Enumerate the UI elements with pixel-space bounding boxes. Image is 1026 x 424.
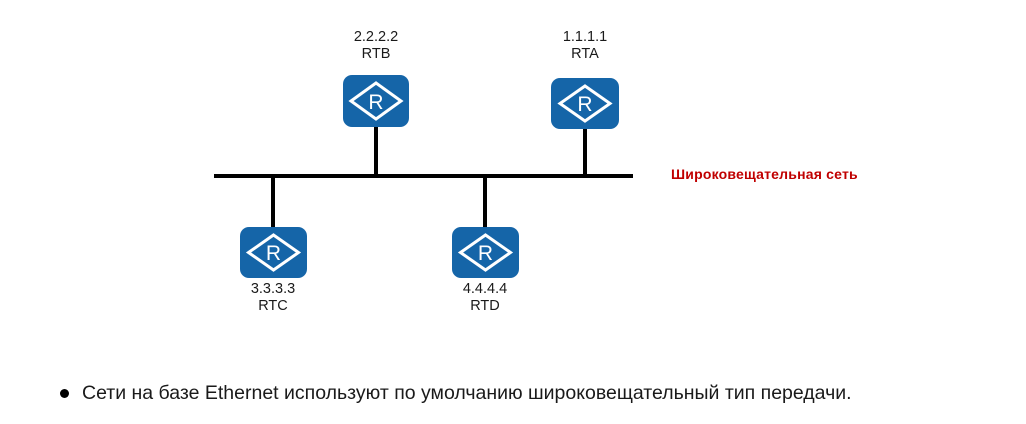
router-icon-rtc[interactable]: R — [240, 227, 307, 278]
router-icon-rtd[interactable]: R — [452, 227, 519, 278]
node-ip-rtc: 3.3.3.3 — [250, 281, 296, 297]
svg-text:R: R — [577, 93, 592, 116]
node-ip-rtb: 2.2.2.2 — [353, 29, 399, 45]
node-name-rtd: RTD — [470, 298, 500, 314]
bus-drop-line-rtb — [374, 126, 378, 176]
bus-drop-line-rtd — [483, 176, 487, 228]
node-name-rta: RTA — [571, 46, 599, 62]
node-name-rtc: RTC — [258, 298, 288, 314]
node-caption-rtb: 2.2.2.2 RTB — [296, 29, 456, 63]
bus-drop-line-rtc — [271, 176, 275, 228]
node-caption-rtd: 4.4.4.4 RTD — [405, 281, 565, 315]
bullet-note-text: Сети на базе Ethernet используют по умол… — [82, 382, 852, 404]
node-caption-rtc: 3.3.3.3 RTC — [193, 281, 353, 315]
node-caption-rta: 1.1.1.1 RTA — [505, 29, 665, 63]
bullet-note: Сети на базе Ethernet используют по умол… — [60, 381, 852, 406]
broadcast-network-label: Широковещательная сеть — [671, 166, 858, 182]
node-name-rtb: RTB — [361, 46, 391, 62]
svg-text:R: R — [478, 242, 493, 265]
svg-text:R: R — [368, 91, 383, 114]
node-ip-rtd: 4.4.4.4 — [462, 281, 508, 297]
router-icon-rtb[interactable]: R — [343, 75, 409, 127]
broadcast-bus-line — [214, 174, 633, 178]
bus-drop-line-rta — [583, 128, 587, 176]
node-ip-rta: 1.1.1.1 — [562, 29, 608, 45]
bullet-point-icon — [60, 389, 69, 398]
router-icon-rta[interactable]: R — [551, 78, 619, 129]
svg-text:R: R — [266, 242, 281, 265]
